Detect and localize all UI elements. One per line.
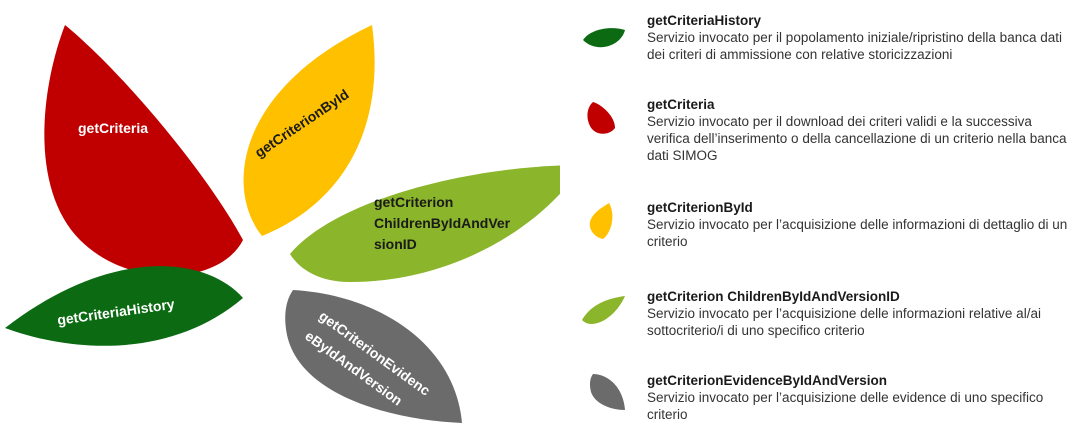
legend-description: Servizio invocato per l’acquisizione del… — [647, 306, 1041, 338]
petal-label-children-1: getCriterion — [374, 194, 453, 210]
legend: getCriteriaHistory Servizio invocato per… — [575, 0, 1078, 428]
leaf-icon — [587, 102, 615, 134]
petal-getcriterionbyid — [243, 25, 375, 236]
legend-title: getCriteria — [647, 97, 715, 112]
petal-label-children-2: ChildrenByIdAndVer — [374, 215, 511, 231]
petal-label-children-3: sionID — [374, 236, 417, 252]
legend-description: Servizio invocato per il download dei cr… — [647, 114, 1067, 163]
petal-label-getcriteria: getCriteria — [78, 120, 148, 136]
flower-diagram: getCriteria getCriterionById getCriterio… — [5, 25, 560, 423]
legend-title: getCriterion ChildrenByIdAndVersionID — [647, 289, 900, 304]
legend-description: Servizio invocato per l’acquisizione del… — [647, 390, 1044, 422]
legend-description: Servizio invocato per il popolamento ini… — [647, 30, 1062, 62]
petal-getcriterionevidence — [285, 290, 462, 423]
legend-title: getCriterionEvidenceByIdAndVersion — [647, 373, 888, 388]
petal-getcriteria — [44, 25, 243, 276]
leaf-icon — [583, 28, 625, 48]
leaf-icon — [582, 296, 625, 324]
petal-getcriterionchildren — [290, 165, 560, 282]
leaf-icon — [589, 203, 613, 239]
leaf-icon — [589, 374, 625, 410]
legend-title: getCriterionById — [647, 200, 753, 215]
petal-getcriteriahistory — [5, 266, 243, 346]
legend-description: Servizio invocato per l’acquisizione del… — [647, 217, 1068, 249]
legend-title: getCriteriaHistory — [647, 13, 762, 28]
